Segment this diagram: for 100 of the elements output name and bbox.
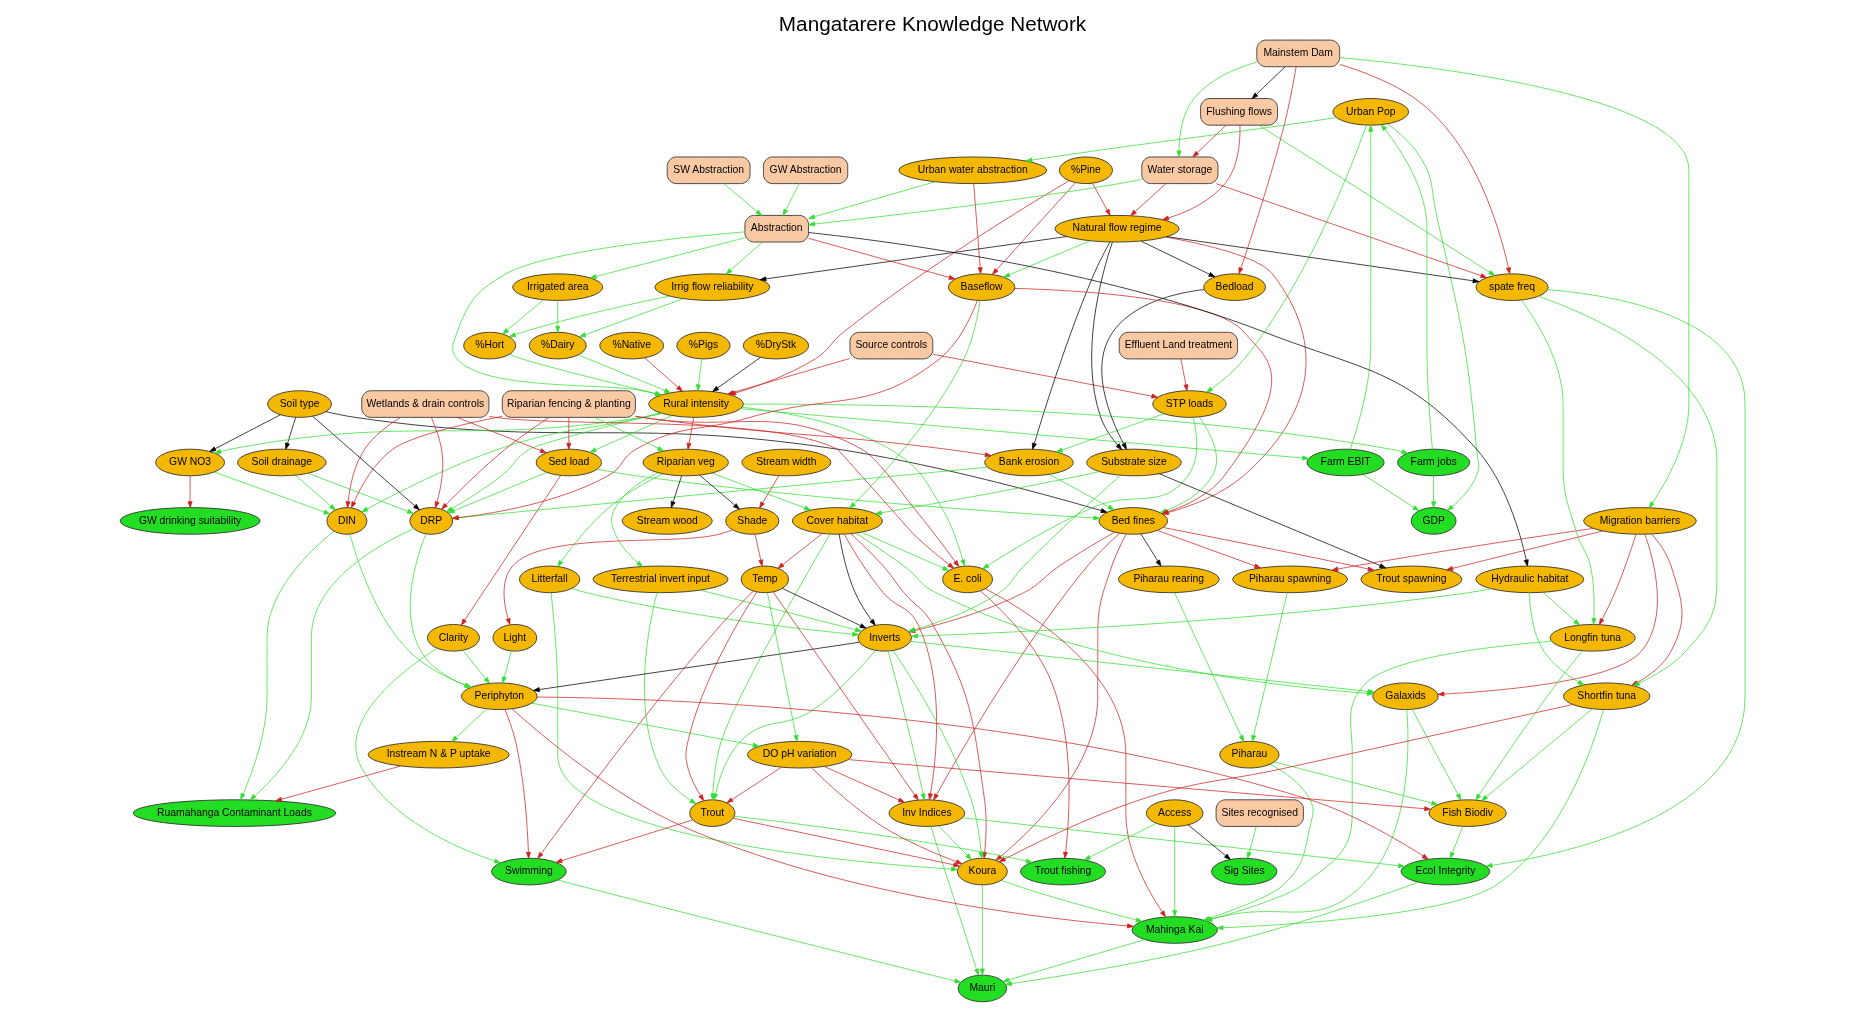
arrow [937,825,972,860]
arrow [991,182,1076,275]
arrow [1520,299,1596,625]
arrow [451,300,978,521]
arrow [782,183,800,216]
arrow [565,417,571,450]
arrow [1204,640,1552,922]
arrow [1474,650,1583,801]
node-box: GW Abstraction [762,156,848,185]
arrow [530,702,759,748]
arrow [1192,124,1226,158]
arrow [1246,826,1257,859]
arrow [1162,527,1374,572]
arrow [284,417,296,450]
arrow [294,474,336,511]
arrow [807,179,1142,227]
arrow [709,533,830,801]
arrow [698,474,740,510]
arrow [979,590,1069,859]
arrow [726,766,782,804]
arrow [451,708,487,742]
arrow [739,408,1309,461]
arrow [501,650,512,684]
arrow [456,417,547,454]
arrow [733,815,1032,864]
arrow [350,416,502,509]
arrow [311,415,420,511]
arrow [430,417,443,509]
node-box: Source controls [849,331,933,360]
arrow [1140,240,1215,278]
arrow [1215,183,1487,279]
arrow [1055,413,1164,453]
arrow [239,530,334,800]
arrow [1485,289,1745,868]
arrow [1156,530,1261,569]
arrow [810,767,962,865]
node-ellipse: Terrestrial invert input [592,565,728,594]
arrow [823,766,905,803]
arrow [354,647,501,864]
arrow [451,466,988,521]
arrow [686,417,694,450]
arrow [1258,124,1495,276]
arrow [722,183,762,216]
arrow [1598,534,1636,625]
node-ellipse: %DryStk [742,331,809,360]
arrow [578,298,683,338]
node-ellipse: Light [492,624,537,652]
arrow [981,417,1197,569]
arrow [1083,822,1157,861]
arrow [712,650,876,801]
node-ellipse: GW drinking suitability [119,507,260,535]
arrow [699,589,862,633]
node-ellipse: Temp [740,565,789,594]
arrow [932,532,1120,801]
arrow [556,473,663,567]
arrow [274,765,401,802]
arrow [931,353,1158,399]
node-box: SW Abstraction [666,156,751,185]
arrow [593,417,664,452]
arrow [1380,124,1433,450]
arrow [610,472,659,567]
arrow [501,299,544,335]
arrow [1339,64,1511,275]
arrow [532,641,859,692]
arrow [781,588,866,629]
arrow [1480,708,1593,802]
arrow [345,417,401,508]
arrow [1273,761,1438,806]
arrow [1180,358,1188,392]
arrow [754,533,763,567]
arrow [930,826,979,976]
arrow [995,533,1127,861]
arrow [847,759,1431,812]
node-ellipse: Longfin tuna [1549,624,1636,652]
arrow [1187,824,1231,860]
arrow [1048,473,1114,511]
arrow [742,403,1408,454]
arrow [589,237,745,279]
arrow [445,412,662,512]
arrow [984,588,1166,918]
node-ellipse: Access [1145,799,1203,827]
node-box: Flushing flows [1199,98,1278,126]
arrow [807,232,1529,567]
arrow [554,300,560,333]
arrow [208,414,281,452]
arrow [1165,236,1479,284]
node-ellipse: %Native [598,331,664,360]
arrow [503,529,733,625]
arrow [249,528,414,801]
arrow [732,817,960,868]
arrow [462,649,490,684]
arrow [1386,123,1479,511]
arrow [307,472,414,514]
arrow [979,884,985,976]
arrow [1251,66,1285,99]
arrow [807,238,955,280]
arrow [511,708,1134,929]
node-ellipse: Stream wood [621,507,713,535]
node-ellipse: Stream width [740,448,831,477]
arrow [1331,528,1594,572]
